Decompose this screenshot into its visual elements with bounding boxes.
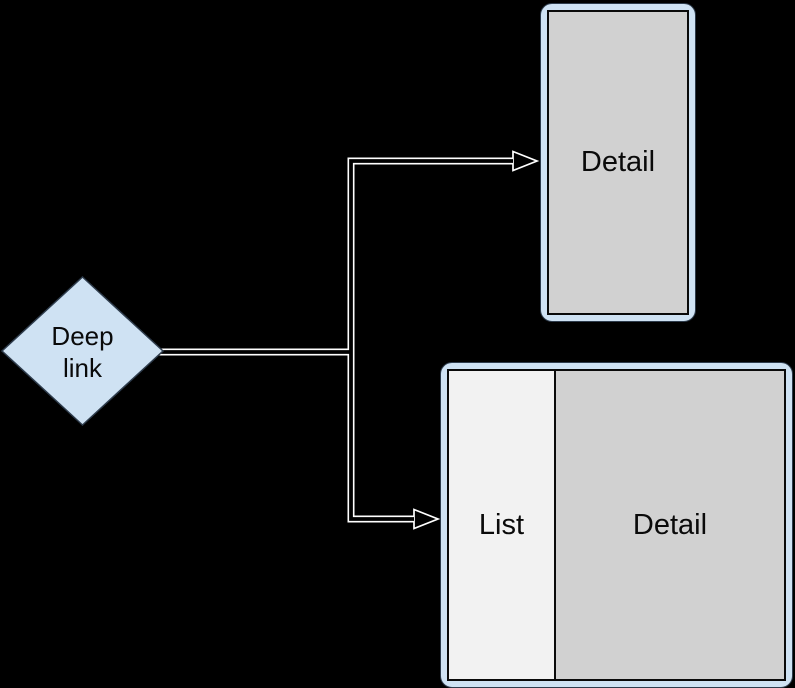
top-branch-connector-core	[349, 159, 513, 352]
detail-pane: Detail	[556, 371, 784, 679]
deep-link-diamond	[0, 275, 165, 427]
bottom-branch-connector-casing	[347, 352, 414, 523]
arrow-core-group	[156, 159, 513, 521]
detail-pane-label-2: Detail	[632, 508, 708, 541]
detail-pane-label: Detail	[580, 146, 656, 178]
list-pane: List	[449, 371, 556, 679]
list-detail-screen-node: List Detail	[440, 362, 793, 688]
list-pane-label: List	[478, 508, 525, 541]
bottom-branch-connector-core	[349, 352, 414, 521]
arrowhead-top-icon	[512, 150, 540, 172]
detail-screen-node: Detail	[540, 3, 696, 322]
deep-link-label: Deep link	[51, 321, 114, 383]
arrowhead-bottom-icon	[413, 508, 441, 530]
top-branch-connector-casing	[347, 157, 513, 352]
list-detail-screen-surface: List Detail	[447, 369, 786, 681]
detail-screen-surface: Detail	[547, 10, 689, 315]
